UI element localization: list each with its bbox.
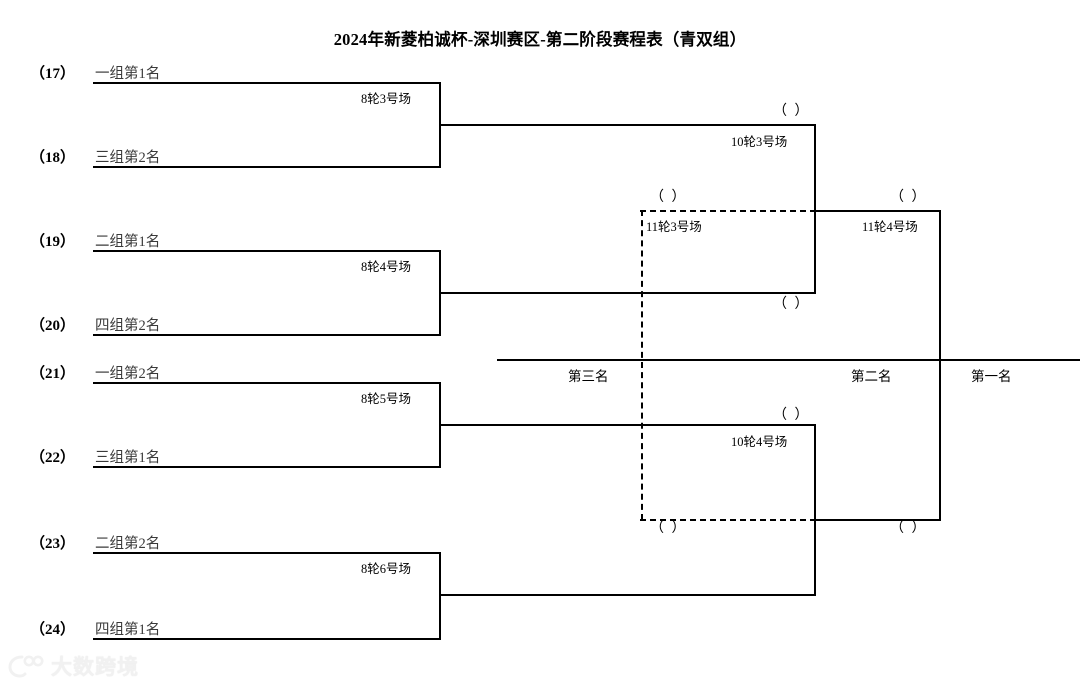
place-third-label: 第三名 — [568, 369, 609, 384]
brand-logo-icon — [8, 655, 44, 678]
third-place-bottom-blank: （ ） — [650, 521, 688, 536]
final-label: 11轮4号场 — [862, 220, 918, 234]
seed-name-17: 一组第1名 — [95, 66, 161, 82]
qf1-label: 8轮3号场 — [361, 92, 412, 106]
final-connector — [939, 210, 941, 520]
seed-line-24 — [93, 638, 441, 640]
qf4-feed-line — [439, 594, 816, 596]
seed-name-24: 四组第1名 — [95, 622, 161, 638]
qf2-feed-line — [439, 292, 816, 294]
seed-number-21: （21） — [30, 366, 76, 382]
final-bottom-blank: （ ） — [890, 521, 928, 536]
sf1-label: 10轮3号场 — [731, 135, 788, 149]
qf1-feed-line — [439, 124, 816, 126]
seed-number-17: （17） — [30, 66, 76, 82]
third-place-top-blank: （ ） — [650, 190, 688, 205]
sf2-label: 10轮4号场 — [731, 435, 788, 449]
sf2-winner-blank: （ ） — [773, 408, 811, 423]
seed-number-18: （18） — [30, 150, 76, 166]
watermark-text: 大数跨境 — [51, 656, 139, 679]
place-second-label: 第二名 — [851, 369, 892, 384]
seed-name-19: 二组第1名 — [95, 234, 161, 250]
final-top-line — [816, 210, 941, 212]
page-title: 2024年新菱柏诚杯-深圳赛区-第二阶段赛程表（青双组） — [333, 30, 747, 49]
third-place-left-connector — [641, 210, 643, 520]
third-place-bottom-line — [640, 519, 816, 521]
final-bottom-line — [816, 519, 941, 521]
seed-line-18 — [93, 166, 441, 168]
seed-number-24: （24） — [30, 622, 76, 638]
sf1-connector — [814, 124, 816, 294]
seed-name-20: 四组第2名 — [95, 318, 161, 334]
qf3-label: 8轮5号场 — [361, 392, 412, 406]
seed-line-21 — [93, 382, 441, 384]
seed-number-19: （19） — [30, 234, 76, 250]
sf2-connector — [814, 424, 816, 594]
third-place-label: 11轮3号场 — [646, 220, 702, 234]
qf3-feed-line — [439, 424, 816, 426]
third-top-blank: （ ） — [773, 297, 811, 312]
place-first-label: 第一名 — [971, 369, 1012, 384]
third-place-top-line — [640, 210, 816, 212]
seed-number-22: （22） — [30, 450, 76, 466]
seed-name-18: 三组第2名 — [95, 150, 161, 166]
seed-name-22: 三组第1名 — [95, 450, 161, 466]
seed-line-23 — [93, 552, 441, 554]
watermark: 大数跨境 — [8, 651, 139, 681]
seed-name-21: 一组第2名 — [95, 366, 161, 382]
placement-result-line — [497, 359, 1080, 361]
seed-name-23: 二组第2名 — [95, 536, 161, 552]
final-top-blank: （ ） — [890, 190, 928, 205]
seed-line-19 — [93, 250, 441, 252]
qf4-label: 8轮6号场 — [361, 562, 412, 576]
seed-line-22 — [93, 466, 441, 468]
sf1-winner-blank: （ ） — [773, 104, 811, 119]
qf2-label: 8轮4号场 — [361, 260, 412, 274]
seed-line-20 — [93, 334, 441, 336]
seed-line-17 — [93, 82, 441, 84]
seed-number-20: （20） — [30, 318, 76, 334]
seed-number-23: （23） — [30, 536, 76, 552]
